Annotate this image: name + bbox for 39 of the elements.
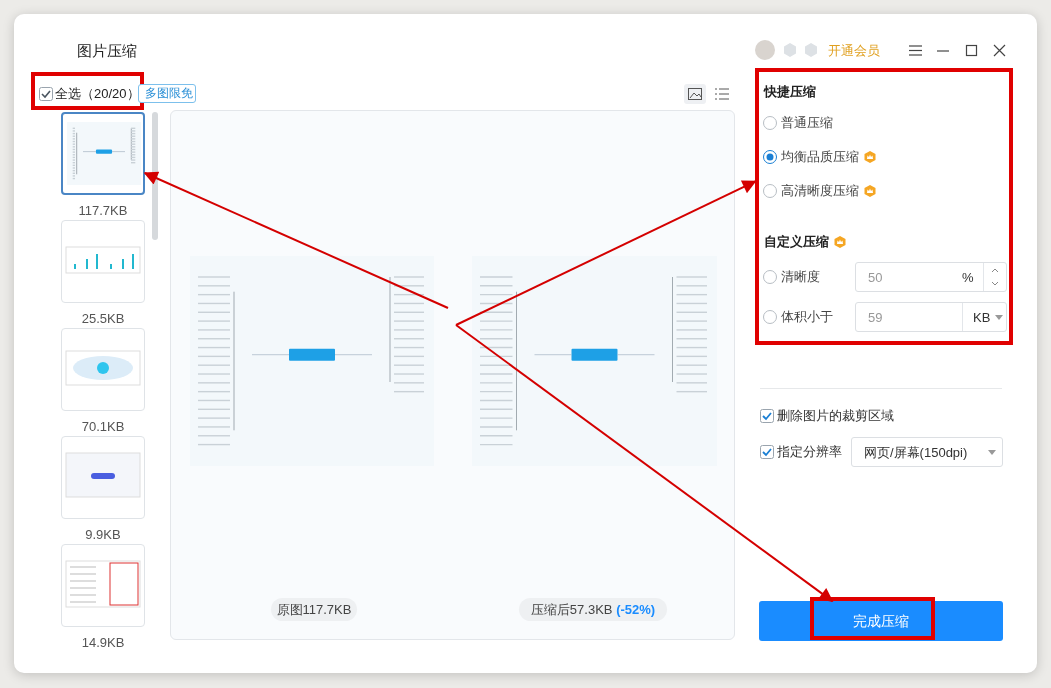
arrow [455,180,757,326]
size-pill: 原图117.7KB [271,598,357,621]
section-heading: 自定义压缩 [764,234,829,250]
field-value: 59 [868,310,883,326]
radio-label: 均衡品质压缩 [781,149,859,165]
radio-label: 体积小于 [781,309,833,325]
arrow [143,171,449,309]
promo-badge: 多图限免 [138,84,196,103]
mind-map-picture [472,256,717,466]
thumbnail-card [61,436,145,519]
input-field [855,262,1007,292]
file-size: 70.1KB [80,419,126,435]
dropdown [851,437,1003,467]
file-size: 14.9KB [80,635,126,651]
field-value: 50 [868,270,883,286]
radio-label: 普通压缩 [781,115,833,131]
unit-label: % [962,270,974,286]
thumbnail-card [61,328,145,411]
input-field [855,302,1007,332]
highlight-frame [755,68,1013,345]
checkbox-label: 删除图片的裁剪区域 [777,408,894,424]
file-size: 25.5KB [80,311,126,327]
radio-label: 高清晰度压缩 [781,183,859,199]
file-size: 117.7KB [77,203,129,219]
unit-label: KB [973,310,991,326]
size-pill: 压缩后57.3KB (-52%) [519,598,667,621]
thumbnail-card [61,544,145,627]
membership-link: 开通会员 [828,43,880,59]
dropdown-value: 网页/屏幕(150dpi) [864,445,968,461]
thumbnail-card [61,220,145,303]
radio-label: 清晰度 [781,269,820,285]
mind-map-picture [190,256,434,466]
file-size: 9.9KB [84,527,122,543]
arrow [455,324,834,603]
checkbox-label: 全选（20/20） [55,86,140,102]
section-heading: 快捷压缩 [764,84,816,100]
thumbnail-card [61,112,145,195]
preview-panel [170,110,735,640]
app-title: 图片压缩 [77,42,137,60]
